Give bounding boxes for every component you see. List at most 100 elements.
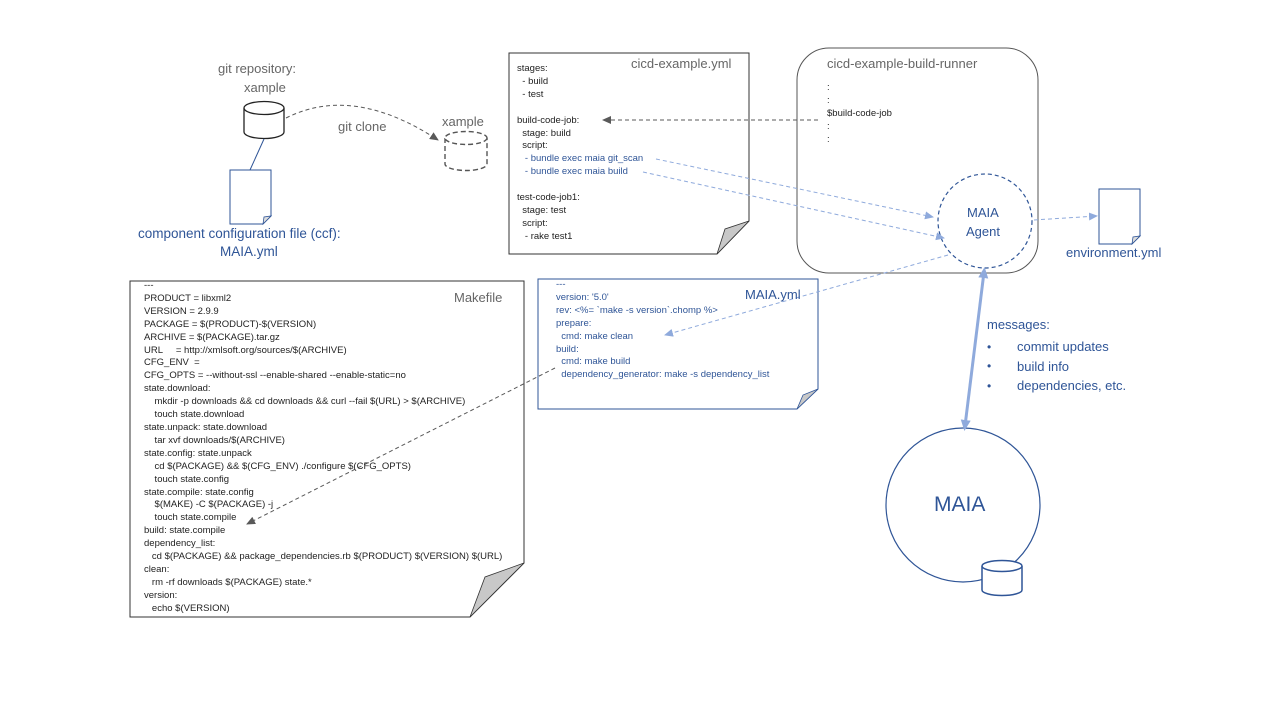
cicd-yml-line: - bundle exec maia git_scan <box>517 153 644 165</box>
makefile-line: dependency_list: <box>144 538 216 550</box>
cicd-yml-line <box>517 179 643 192</box>
makefile-line: cd $(PACKAGE) && package_dependencies.rb… <box>144 551 503 563</box>
makefile-line: state.compile: state.config <box>144 486 254 498</box>
makefile-line: touch state.config <box>144 473 230 485</box>
agent-label-line1: MAIA <box>967 205 999 220</box>
git-clone-label: git clone <box>338 119 387 134</box>
maia-yml-line: build: <box>556 343 579 355</box>
messages-title: messages: <box>987 317 1050 332</box>
environment-label: environment.yml <box>1066 245 1162 260</box>
agent-label-line2: Agent <box>966 224 1000 239</box>
makefile-line: PACKAGE = $(PRODUCT)-$(VERSION) <box>144 318 317 330</box>
makefile-line: $(MAKE) -C $(PACKAGE) -j <box>144 499 274 511</box>
makefile-line: CFG_ENV = <box>144 357 200 369</box>
maia-database-icon <box>981 559 1023 597</box>
clone-target-label: xample <box>442 114 484 129</box>
makefile-line: cd $(PACKAGE) && $(CFG_ENV) ./configure … <box>144 460 411 472</box>
cicd-yml-line: build-code-job: <box>517 114 580 126</box>
makefile-line: ARCHIVE = $(PACKAGE).tar.gz <box>144 331 280 343</box>
repo-name-label: xample <box>244 80 286 95</box>
cicd-yml-line: - bundle exec maia build <box>517 166 628 178</box>
makefile-line: CFG_OPTS = --without-ssl --enable-shared… <box>144 370 406 382</box>
git-scan-to-agent-arrow <box>655 158 934 220</box>
runner-content: ::$build-code-job:: <box>827 82 892 147</box>
cicd-yml-line: script: <box>517 217 548 229</box>
message-item-label: commit updates <box>1017 339 1109 355</box>
makefile-line: PRODUCT = libxml2 <box>144 292 232 304</box>
makefile-line: build: state.compile <box>144 525 226 537</box>
git-clone-arrow <box>285 104 439 141</box>
makefile-line: --- <box>144 280 154 291</box>
maia-yml-line: cmd: make clean <box>556 330 634 342</box>
makefile-line: touch state.compile <box>144 512 237 524</box>
agent-to-prepare-arrow <box>664 254 949 337</box>
ccf-document-icon <box>229 169 273 226</box>
cloned-repository-cylinder-icon <box>444 130 488 172</box>
makefile-line: echo $(VERSION) <box>144 602 230 614</box>
makefile-line: mkdir -p downloads && cd downloads && cu… <box>144 396 466 408</box>
maia-yml-title: MAIA.yml <box>745 287 801 302</box>
maia-yml-to-makefile-arrow <box>246 367 556 525</box>
makefile-line: version: <box>144 589 178 601</box>
message-item: • dependencies, etc. <box>987 376 1126 396</box>
maia-yml-content: ---version: '5.0'rev: <%= `make -s versi… <box>556 279 769 382</box>
makefile-line: rm -rf downloads $(PACKAGE) state.* <box>144 576 312 588</box>
maia-yml-line: version: '5.0' <box>556 291 609 303</box>
cicd-yml-line <box>517 102 643 115</box>
makefile-line: clean: <box>144 563 170 575</box>
cicd-yml-content: stages: - build - test build-code-job: s… <box>517 63 643 244</box>
maia-yml-document <box>537 278 819 410</box>
message-item: • commit updates <box>987 337 1126 357</box>
cicd-yml-line: script: <box>517 140 548 152</box>
cicd-yml-line: - rake test1 <box>517 230 573 242</box>
makefile-line: touch state.download <box>144 409 245 421</box>
ccf-filename-label: MAIA.yml <box>220 244 278 259</box>
maia-yml-line: cmd: make build <box>556 356 631 368</box>
maia-yml-line: rev: <%= `make -s version`.chomp %> <box>556 304 718 316</box>
makefile-line: state.download: <box>144 383 211 395</box>
runner-line: : <box>827 133 830 145</box>
runner-line: $build-code-job <box>827 107 892 119</box>
build-to-agent-arrow <box>642 171 945 241</box>
runner-line: : <box>827 94 830 106</box>
agent-to-environment-arrow <box>1033 212 1098 221</box>
maia-yml-line: dependency_generator: make -s dependency… <box>556 369 770 381</box>
maia-yml-line: prepare: <box>556 317 592 329</box>
bullet-icon: • <box>987 359 992 374</box>
bullet-icon: • <box>987 378 992 393</box>
cicd-yml-title: cicd-example.yml <box>631 56 732 71</box>
repository-cylinder-icon <box>243 100 285 140</box>
repo-label: git repository: <box>218 61 297 76</box>
message-item: • build info <box>987 357 1126 377</box>
ccf-label: component configuration file (ccf): <box>138 226 341 241</box>
makefile-line: URL = http://xmlsoft.org/sources/$(ARCHI… <box>144 344 347 356</box>
cicd-yml-line: test-code-job1: <box>517 192 580 204</box>
cicd-yml-line: stages: <box>517 63 548 74</box>
makefile-line: VERSION = 2.9.9 <box>144 305 219 317</box>
messages-list: • commit updates • build info • dependencies,… <box>987 337 1126 396</box>
makefile-line: state.unpack: state.download <box>144 421 268 433</box>
runner-line: : <box>827 120 830 132</box>
makefile-line: state.config: state.unpack <box>144 447 252 459</box>
repo-to-ccf-connector <box>249 138 265 171</box>
bullet-icon: • <box>987 339 992 354</box>
maia-yml-line: --- <box>556 279 566 290</box>
cicd-yml-line: stage: build <box>517 127 571 139</box>
agent-maia-messages-arrow <box>960 267 989 431</box>
runner-title: cicd-example-build-runner <box>827 56 978 71</box>
maia-server-label: MAIA <box>934 493 986 516</box>
makefile-line: tar xvf downloads/$(ARCHIVE) <box>144 434 285 446</box>
maia-agent-circle <box>937 173 1033 269</box>
environment-document-icon <box>1098 188 1142 246</box>
cicd-yml-line: stage: test <box>517 204 567 216</box>
makefile-title: Makefile <box>454 290 503 305</box>
cicd-yml-line: - test <box>517 88 544 100</box>
runner-line: : <box>827 82 830 93</box>
cicd-yml-line: - build <box>517 75 549 87</box>
cicd-yml-document <box>508 52 750 255</box>
makefile-document <box>129 280 525 618</box>
message-item-label: build info <box>1017 358 1070 374</box>
message-item-label: dependencies, etc. <box>1017 378 1127 394</box>
